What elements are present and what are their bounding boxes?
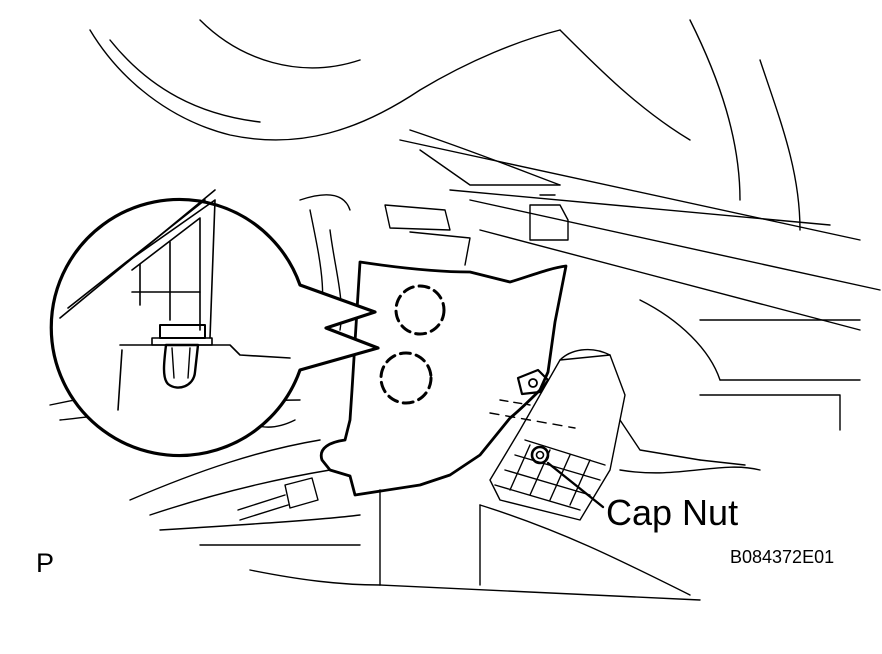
view-letter: P — [36, 548, 55, 578]
vehicle-interior — [49, 19, 881, 601]
lower-cover-panel — [319, 260, 568, 497]
cap-nut-label: Cap Nut — [606, 492, 739, 533]
clip-icon — [162, 343, 200, 389]
clip-detail — [59, 189, 291, 411]
figure-code: B084372E01 — [730, 547, 835, 567]
clip-location-marker — [394, 284, 446, 336]
cap-nut-leader-line — [546, 461, 605, 509]
clip-location-marker — [379, 351, 433, 405]
cap-nut-icon — [530, 445, 550, 465]
detail-magnifier-bubble — [49, 197, 380, 458]
panel-mount-tab — [516, 368, 550, 396]
